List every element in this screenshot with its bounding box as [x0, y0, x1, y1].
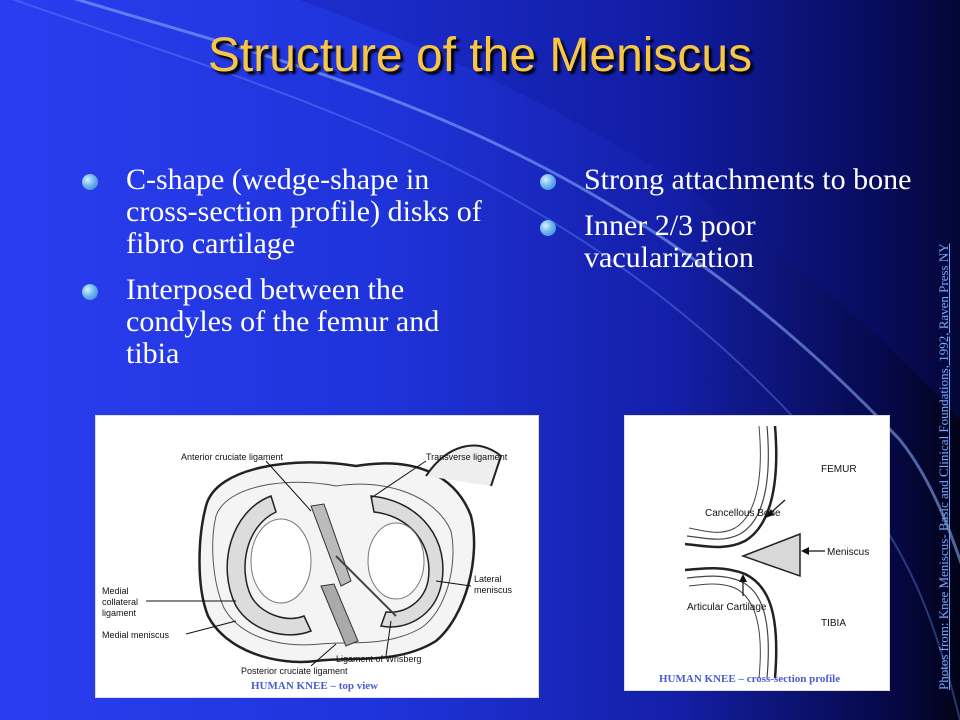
cross-section-caption: HUMAN KNEE – cross-section profile — [659, 673, 841, 685]
label-articular-cartilage: Articular Cartilage — [687, 602, 767, 613]
label-medial-collateral-2: collateral — [102, 597, 138, 607]
bullet-icon — [82, 174, 98, 190]
label-ligament-wrisberg: Ligament of Wrisberg — [336, 654, 421, 664]
photo-credit-link[interactable]: Photos from: Knee Meniscus- Basic and Cl… — [936, 243, 951, 690]
slide-title: Structure of the Meniscus — [207, 29, 753, 82]
label-cancellous-bone: Cancellous Bone — [705, 508, 781, 519]
bullet-item: Inner 2/3 poor vacularization — [540, 210, 920, 274]
bullet-item: Interposed between the condyles of the f… — [82, 274, 482, 370]
knee-top-view-drawing: Anterior cruciate ligament Transverse li… — [102, 444, 513, 676]
label-lateral-meniscus-1: Lateral — [474, 574, 502, 584]
label-medial-collateral-3: ligament — [102, 608, 137, 618]
bullet-text: Inner 2/3 poor vacularization — [584, 209, 756, 274]
label-tibia: TIBIA — [821, 618, 846, 629]
knee-top-view-figure: Anterior cruciate ligament Transverse li… — [95, 415, 539, 698]
left-bullet-list: C-shape (wedge-shape in cross-section pr… — [82, 164, 482, 384]
label-anterior-cruciate: Anterior cruciate ligament — [181, 452, 284, 462]
knee-cross-section-drawing: FEMUR Cancellous Bone Meniscus Articular… — [684, 425, 869, 679]
knee-cross-section-figure: FEMUR Cancellous Bone Meniscus Articular… — [624, 415, 890, 691]
label-transverse-ligament: Transverse ligament — [426, 452, 508, 462]
label-medial-meniscus: Medial meniscus — [102, 630, 170, 640]
top-view-caption: HUMAN KNEE – top view — [251, 680, 379, 692]
right-bullet-list: Strong attachments to bone Inner 2/3 poo… — [540, 164, 920, 288]
bullet-text: Interposed between the condyles of the f… — [126, 273, 440, 370]
bullet-icon — [540, 174, 556, 190]
label-meniscus: Meniscus — [827, 547, 869, 558]
bullet-icon — [540, 220, 556, 236]
label-medial-collateral-1: Medial — [102, 586, 129, 596]
bullet-item: C-shape (wedge-shape in cross-section pr… — [82, 164, 482, 260]
label-posterior-cruciate: Posterior cruciate ligament — [241, 666, 348, 676]
bullet-icon — [82, 284, 98, 300]
label-lateral-meniscus-2: meniscus — [474, 585, 513, 595]
bullet-text: C-shape (wedge-shape in cross-section pr… — [126, 163, 482, 260]
label-femur: FEMUR — [821, 464, 857, 475]
bullet-text: Strong attachments to bone — [584, 163, 912, 196]
bullet-item: Strong attachments to bone — [540, 164, 920, 196]
